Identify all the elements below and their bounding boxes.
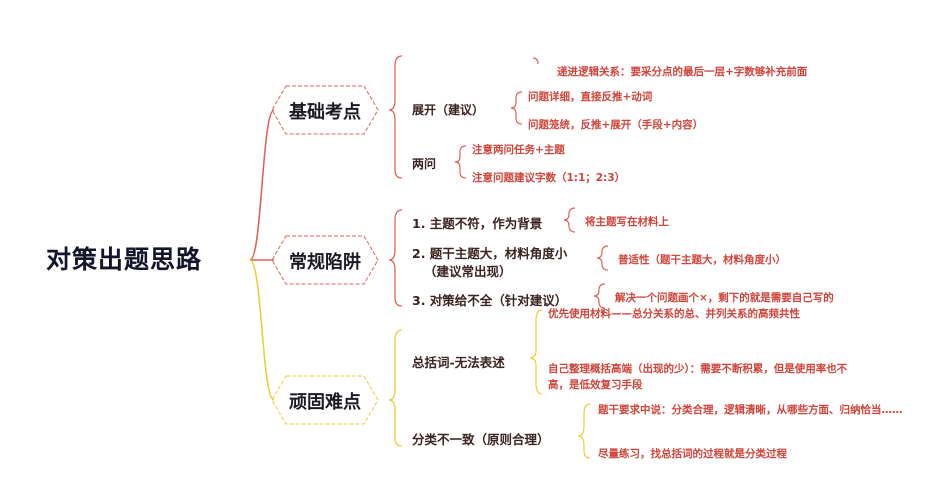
expand-leaf-1: 问题详细，直接反推+动词 <box>528 91 653 103</box>
branch-trap-label: 常规陷阱 <box>289 252 361 273</box>
hexagon-trap <box>271 235 379 285</box>
classification-leaf-2: 尽量练习，找总括词的过程就是分类过程 <box>598 448 787 460</box>
trap-1-leaf: 将主题写在材料上 <box>585 216 669 228</box>
connector-root-basic <box>249 109 275 261</box>
expand-leaf-2: 问题笼统，反推+展开（手段+内容） <box>528 119 704 131</box>
hexagon-hard <box>271 375 379 425</box>
bracket-basic <box>388 55 403 179</box>
root-title: 对策出题思路 <box>46 245 203 274</box>
two-questions-leaf-2: 注意问题建议字数（1:1；2:3） <box>472 172 626 184</box>
bracket-hard <box>388 329 403 447</box>
classification-leaf-1: 题干要求中说：分类合理，逻辑清晰，从哪些方面、归纳恰当…… <box>598 404 903 416</box>
bracket-trap-3 <box>593 283 606 309</box>
summary-word-leaf-1: 优先使用材料——总分关系的总、并列关系的高频共性 <box>548 308 800 320</box>
bracket-summary-word <box>529 309 543 395</box>
two-questions-leaf-1: 注意两问任务+主题 <box>472 144 565 156</box>
connector-root-hard <box>249 259 275 401</box>
classification-label: 分类不一致（原则合理） <box>412 432 550 447</box>
summary-word-label: 总括词-无法表述 <box>412 355 505 370</box>
branch-basic-label: 基础考点 <box>289 102 361 123</box>
bracket-trap-2 <box>596 245 609 271</box>
sub-two-questions-label: 两问 <box>412 157 437 171</box>
trap-3-label: 3. 对策给不全（针对建议） <box>412 293 568 308</box>
bracket-trap <box>388 209 403 307</box>
sub-expand-label: 展开（建议） <box>412 103 485 117</box>
bracket-classification <box>577 403 591 459</box>
bracket-pre-note <box>532 57 539 65</box>
trap-2-label: 2. 题干主题大，材料角度小 <box>412 246 568 261</box>
bracket-expand <box>510 91 523 125</box>
bracket-two-questions <box>454 145 467 179</box>
pre-note: 递进逻辑关系：要采分点的最后一层+字数够补充前面 <box>557 66 808 78</box>
trap-2-leaf: 普适性（题干主题大，材料角度小） <box>618 254 786 266</box>
summary-word-leaf-2: 自己整理概括高端（出现的少）：需要不断积累，但是使用率也不高，是低效复习手段 <box>548 363 848 391</box>
trap-2-label-line2: （建议常出现） <box>424 264 512 279</box>
trap-1-label: 1. 主题不符，作为背景 <box>412 216 543 231</box>
hexagon-basic <box>271 85 379 135</box>
trap-3-leaf: 解决一个问题画个×，剩下的就是需要自己写的 <box>615 292 834 304</box>
bracket-trap-1 <box>563 207 576 233</box>
branch-hard-label: 顽固难点 <box>289 392 361 413</box>
